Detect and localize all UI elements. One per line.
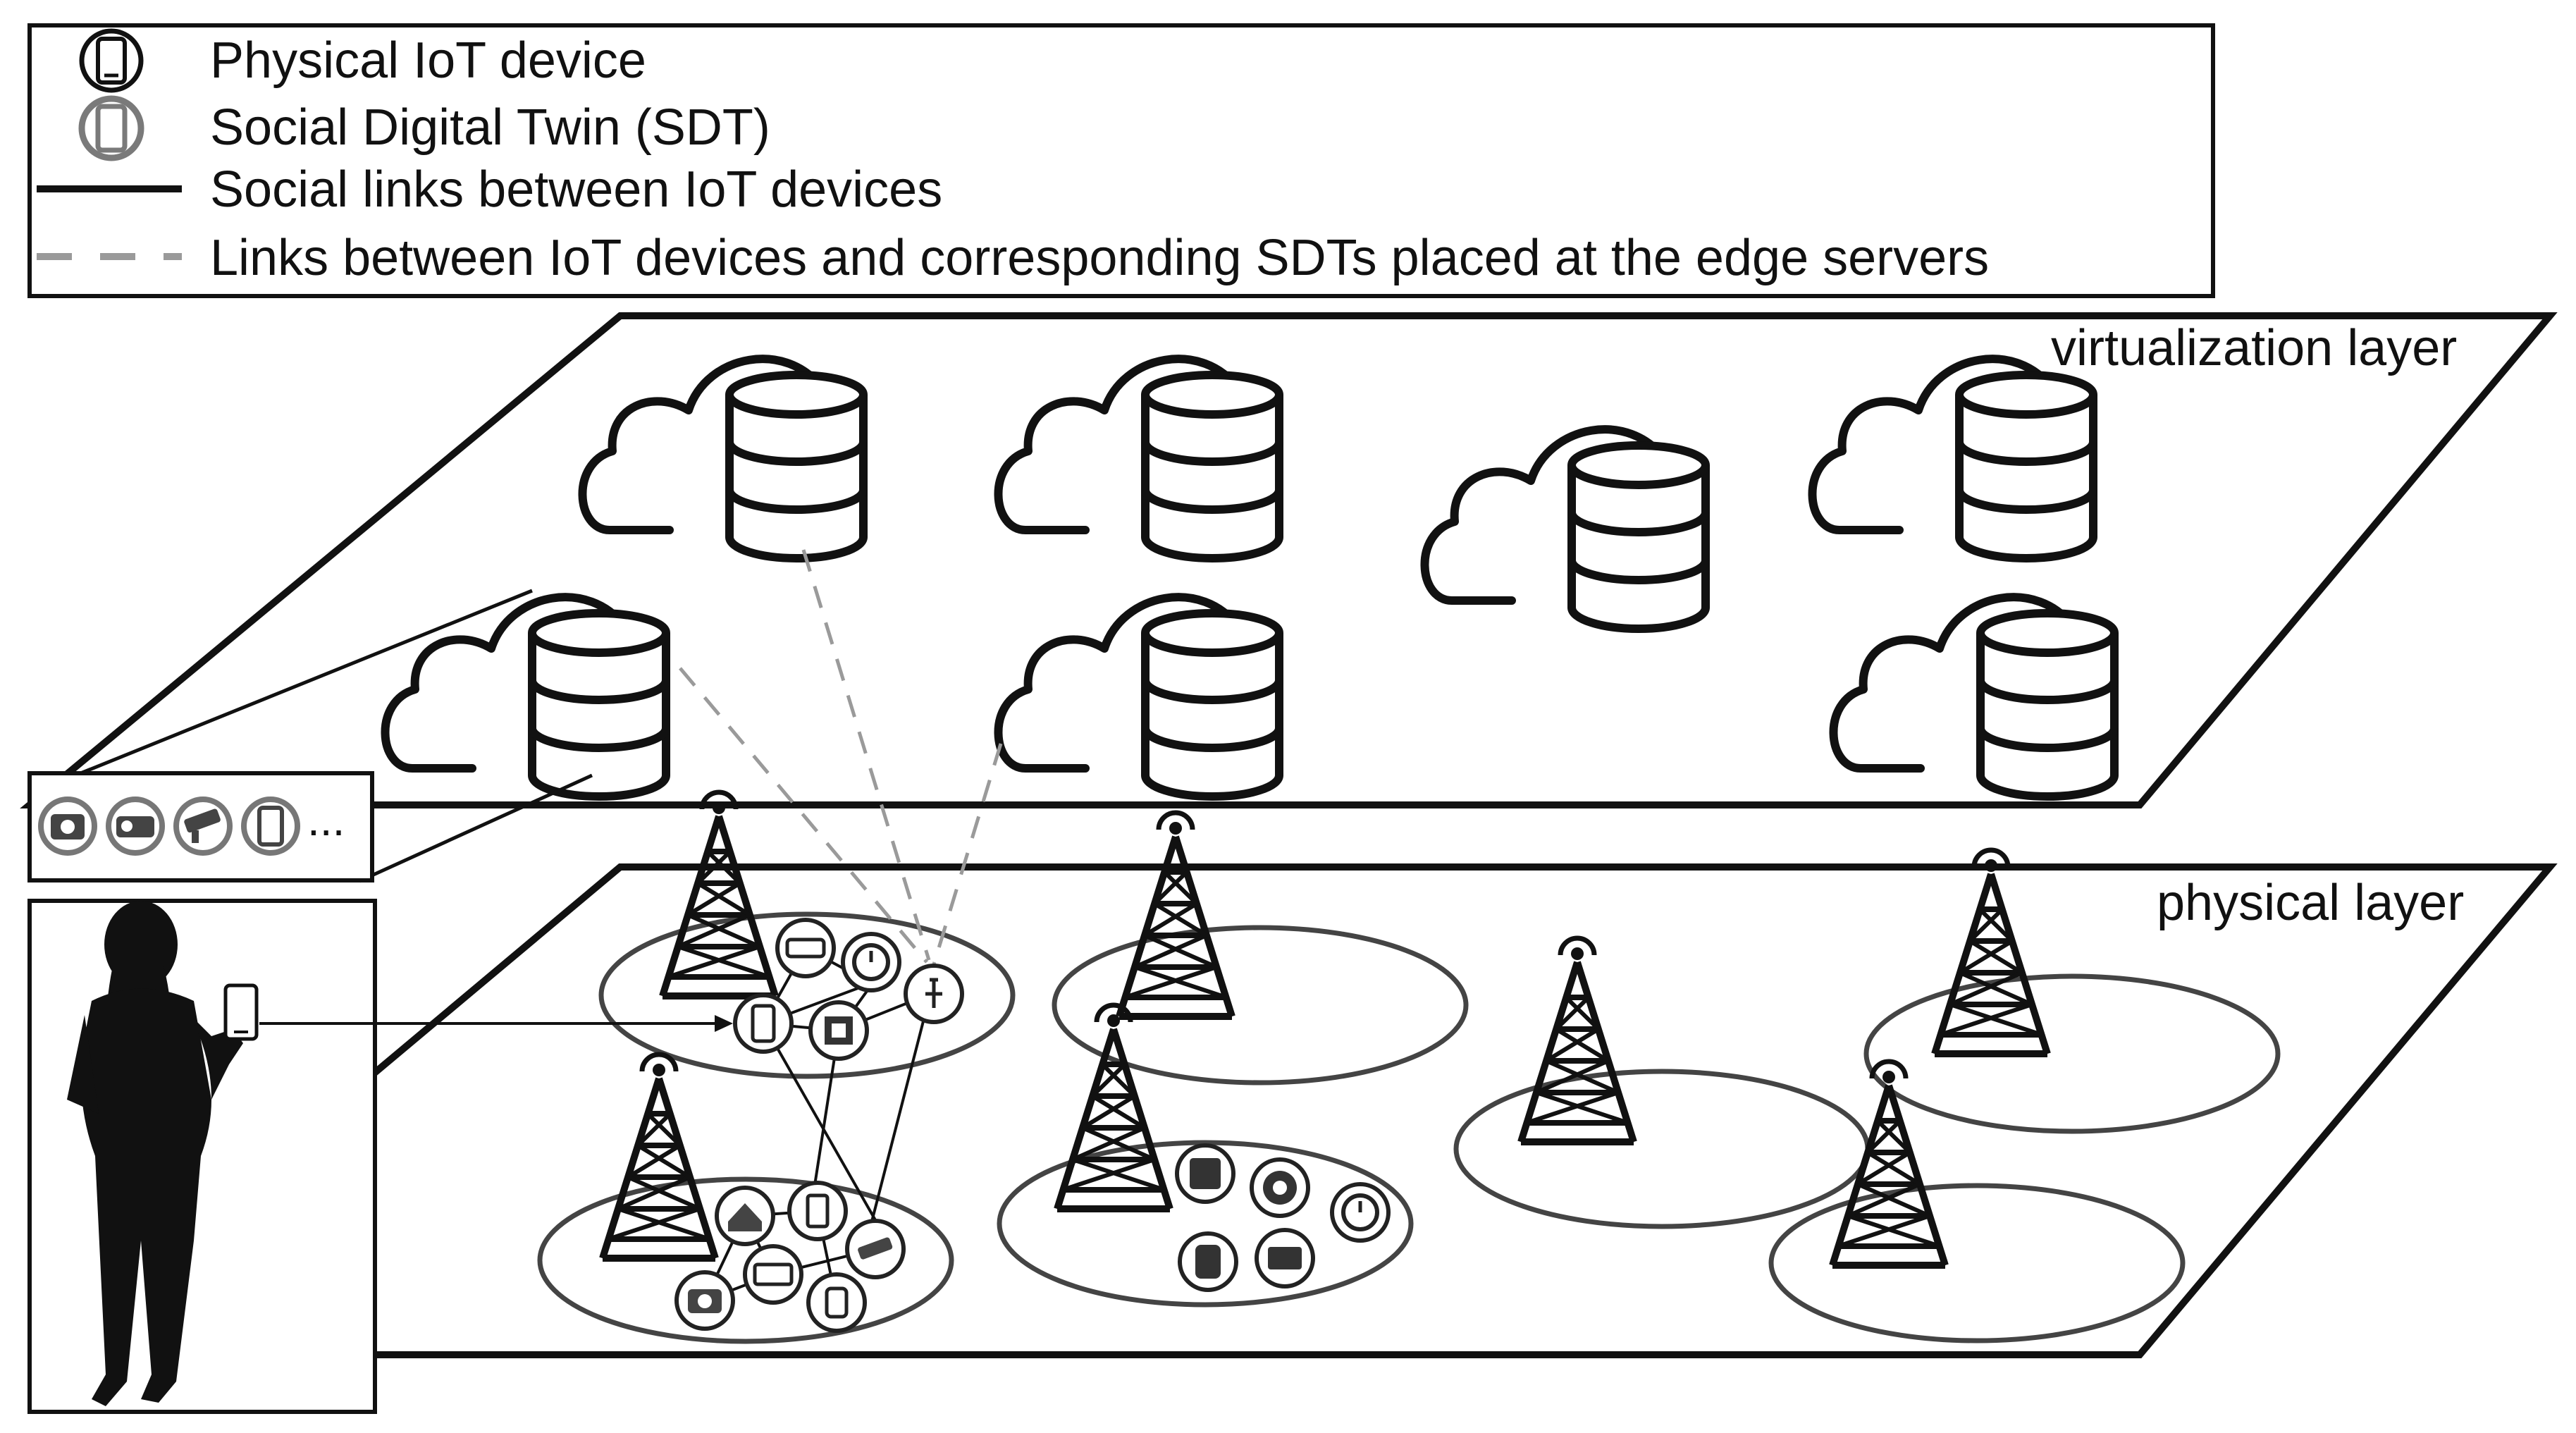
device-cluster-1 [735,920,962,1059]
more-devices-ellipsis: ... [307,794,345,845]
legend: Physical IoT device Social Digital Twin … [27,23,2215,298]
device-smartwatch [808,1274,865,1331]
device-cluster-4 [1177,1145,1388,1290]
user-panel [27,899,377,1414]
device-tv [1257,1230,1313,1286]
device-smartphone [735,995,791,1052]
device-projector [777,920,834,976]
sdt-dashed-links [679,549,1003,965]
projector-icon [106,797,165,856]
security-camera-icon [173,797,233,856]
coverage-cell-3 [1052,925,1469,1085]
handheld-phone-icon [223,983,259,1041]
coverage-cell-6 [1863,973,2281,1134]
zoom-connector-top [71,589,533,779]
smartphone-icon [241,797,300,856]
sdt-zoom-panel: ... [27,771,374,882]
device-oven [1177,1145,1233,1202]
physical-layer-label: physical layer [2157,875,2464,931]
sdt-phone-icon [78,95,144,161]
device-cluster-2 [677,1183,904,1331]
legend-label-sdt-links: Links between IoT devices and correspond… [210,230,1989,286]
legend-label-physical-iot: Physical IoT device [210,32,646,89]
device-camera [677,1272,733,1329]
device-tv-box [745,1246,801,1303]
legend-label-social-links: Social links between IoT devices [210,161,942,218]
device-smart-home [717,1188,773,1244]
legend-box [27,23,2215,298]
coverage-cell-4 [997,1140,1414,1308]
device-gauge [843,934,899,990]
device-cctv [847,1221,904,1277]
device-thermostat [1332,1184,1388,1241]
coverage-cell-1 [598,911,1016,1079]
camera-icon [38,797,97,856]
person-silhouette [67,901,243,1406]
coverage-cell-2 [537,1176,954,1344]
device-chip [811,1002,867,1059]
virtualization-layer-label: virtualization layer [2051,320,2457,376]
device-speaker [1180,1234,1236,1290]
device-smart-plug [906,966,962,1022]
user-device-arrowhead [715,1015,733,1032]
device-robot-vacuum [1252,1160,1308,1216]
legend-label-sdt: Social Digital Twin (SDT) [210,99,770,156]
device-security-panel [789,1183,846,1239]
coverage-cell-7 [1768,1183,2186,1343]
phone-icon [79,28,144,93]
zoom-connector-bottom [358,773,593,883]
